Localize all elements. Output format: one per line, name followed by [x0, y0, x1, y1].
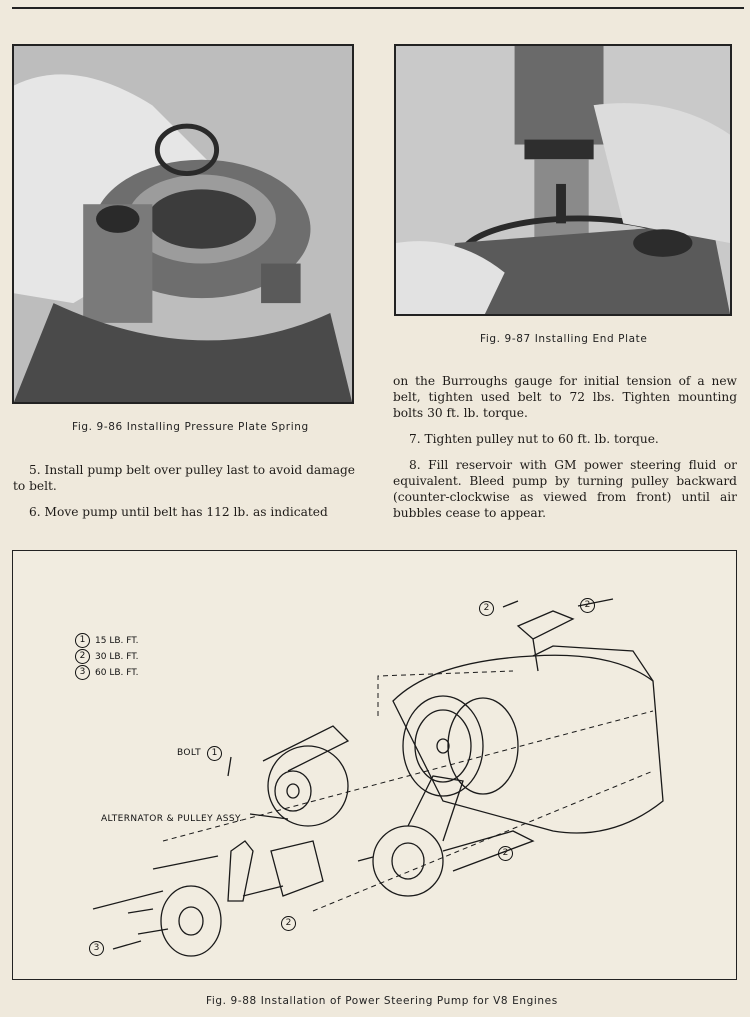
bolt-label: BOLT 1	[177, 746, 227, 761]
callout-2-top: 2	[479, 601, 494, 616]
callout-2-top-right: 2	[580, 598, 595, 613]
text-column-right: on the Burroughs gauge for initial tensi…	[393, 373, 737, 531]
torque-legend-2: 2 30 LB. FT.	[75, 649, 139, 664]
alternator-pulley-label: ALTERNATOR & PULLEY ASSY.	[101, 814, 243, 824]
legend-text-1: 15 LB. FT.	[95, 635, 139, 646]
figure-caption-9-88: Fig. 9-88 Installation of Power Steering…	[206, 995, 558, 1007]
step-6-text: 6. Move pump until belt has 112 lb. as i…	[29, 505, 328, 519]
callout-2-bottom: 2	[281, 916, 296, 931]
bolt-callout-1: 1	[207, 746, 223, 761]
callout-2-middle: 2	[498, 846, 513, 861]
bolt-label-text: BOLT	[177, 748, 201, 758]
figure-caption-9-87: Fig. 9-87 Installing End Plate	[480, 333, 648, 345]
callout-3: 3	[89, 941, 104, 956]
power-steering-pump-diagram: 1 15 LB. FT. 2 30 LB. FT. 3 60 LB. FT. B…	[12, 550, 737, 980]
torque-legend-3: 3 60 LB. FT.	[75, 665, 139, 680]
step-6-continued-text: on the Burroughs gauge for initial tensi…	[393, 374, 737, 420]
step-5-text: 5. Install pump belt over pulley last to…	[13, 463, 355, 493]
photo-pressure-plate-spring	[12, 44, 354, 404]
legend-number-1: 1	[75, 633, 90, 648]
text-column-left: 5. Install pump belt over pulley last to…	[13, 462, 355, 530]
legend-text-3: 60 LB. FT.	[95, 667, 139, 678]
photo-end-plate	[394, 44, 732, 316]
photo-b-illustration	[396, 46, 730, 314]
top-rule	[12, 7, 744, 9]
step-7-text: 7. Tighten pulley nut to 60 ft. lb. torq…	[409, 432, 659, 446]
photo-a-illustration	[14, 46, 352, 402]
figure-caption-9-86: Fig. 9-86 Installing Pressure Plate Spri…	[72, 421, 309, 433]
step-8-text: 8. Fill reservoir with GM power steering…	[393, 458, 737, 520]
diagram-line-art	[92, 598, 664, 957]
legend-number-3: 3	[75, 665, 90, 680]
legend-number-2: 2	[75, 649, 90, 664]
legend-text-2: 30 LB. FT.	[95, 651, 139, 662]
torque-legend-1: 1 15 LB. FT.	[75, 633, 139, 648]
